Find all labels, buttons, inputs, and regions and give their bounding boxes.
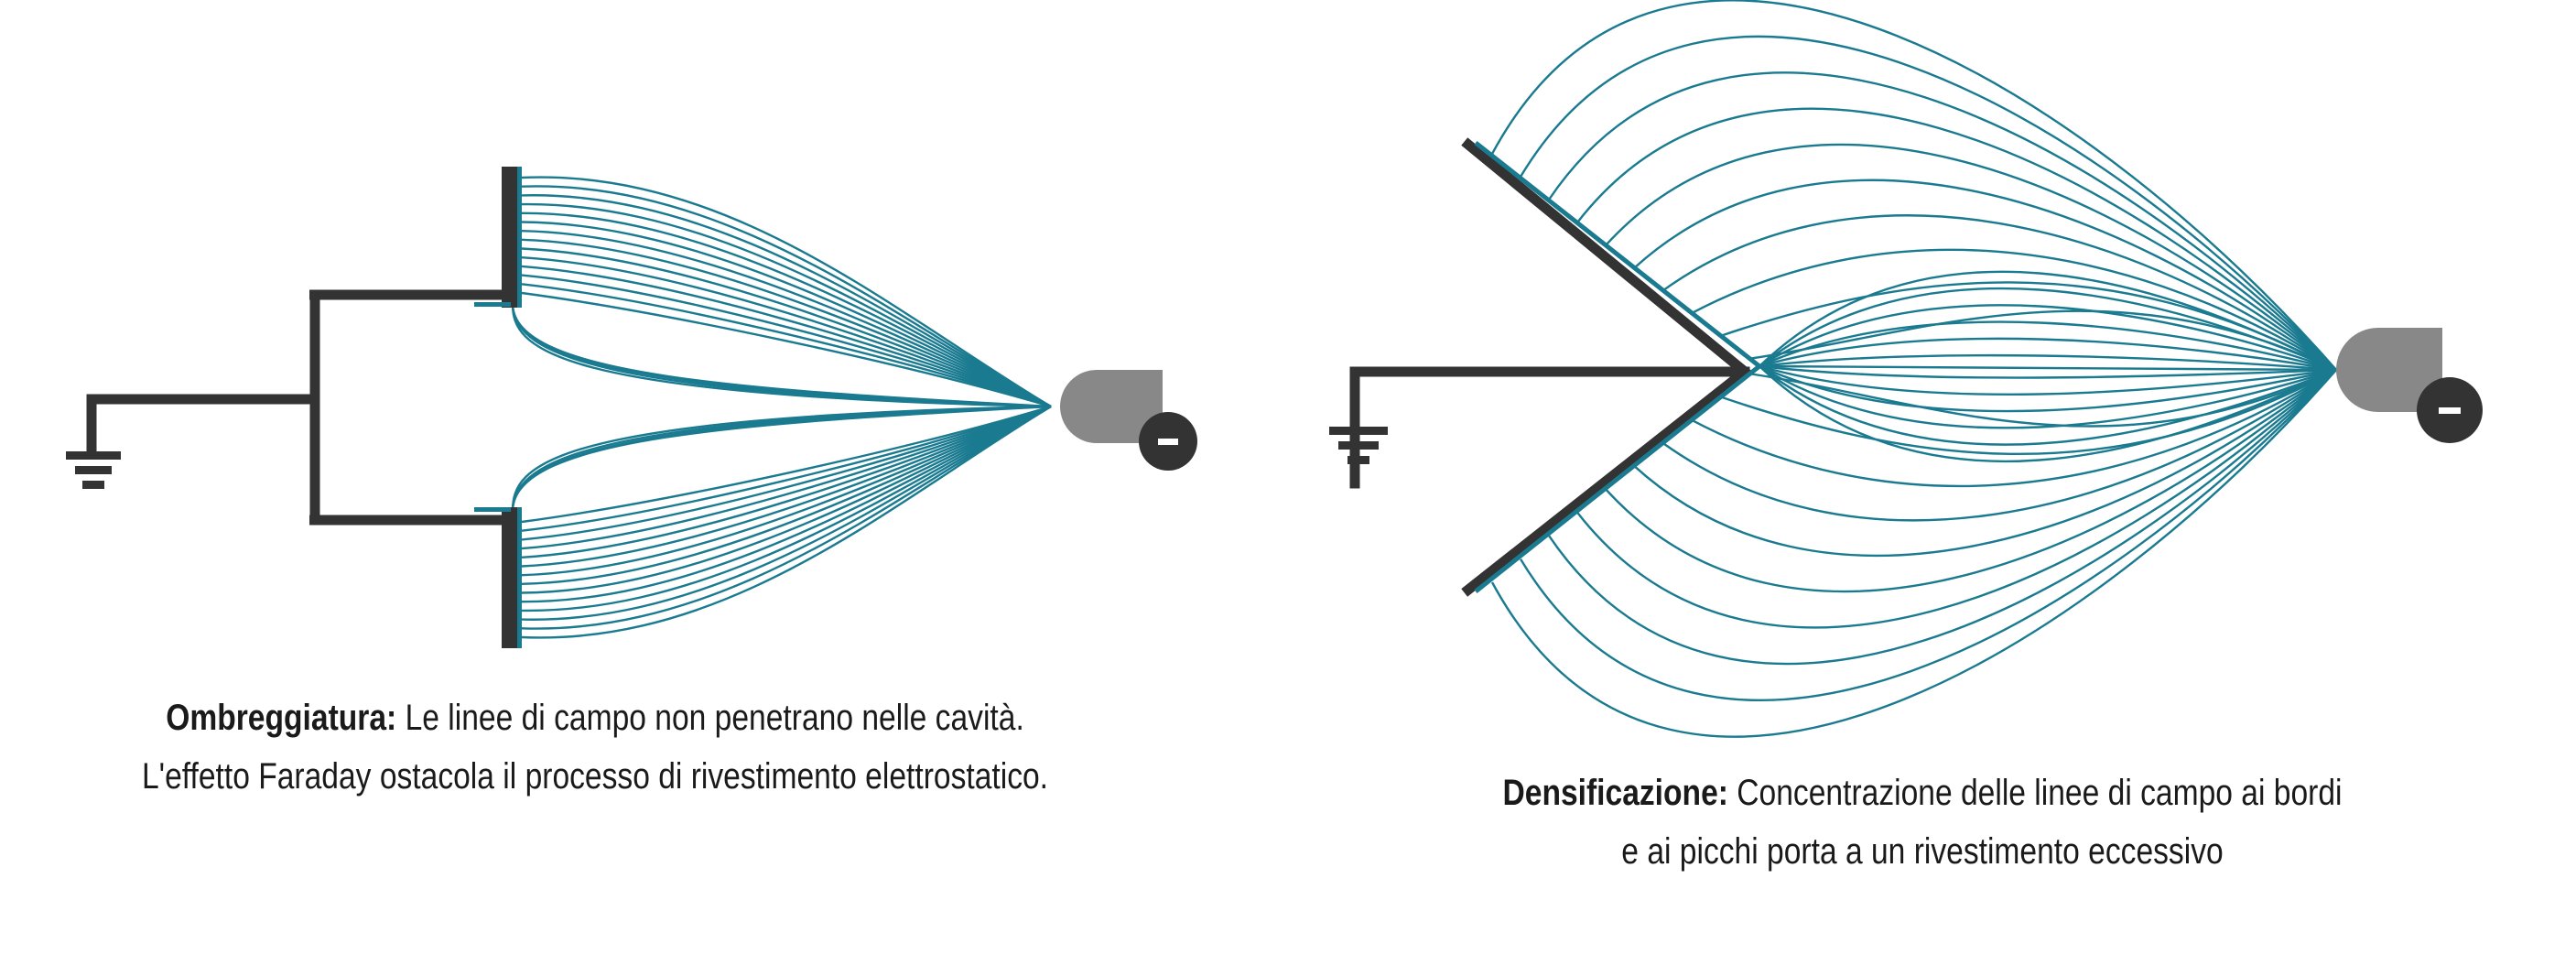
field-line <box>1748 368 2337 428</box>
caption-text: Concentrazione delle linee di campo ai b… <box>1737 773 2343 813</box>
ground-icon <box>1329 427 1388 464</box>
field-line <box>1759 364 2337 396</box>
field-line <box>521 405 1052 550</box>
caption-line: L'effetto Faraday ostacola il processo d… <box>141 756 1049 797</box>
caption-line: e ai picchi porta a un rivestimento ecce… <box>1621 831 2224 872</box>
field-line <box>521 194 1052 408</box>
field-line <box>511 303 1052 408</box>
caption-line: Ombreggiatura: Le linee di campo non pen… <box>126 688 1065 747</box>
field-line <box>521 274 1052 408</box>
ground-wire-left <box>86 289 513 526</box>
field-line <box>1759 270 2337 372</box>
field-line <box>1605 143 2337 371</box>
field-line <box>521 405 1052 577</box>
field-line <box>521 176 1052 408</box>
field-line <box>1576 369 2337 629</box>
field-line <box>521 405 1052 558</box>
field-line <box>1662 214 2337 371</box>
field-line <box>1548 71 2337 371</box>
field-line <box>1691 368 2337 488</box>
field-line <box>511 405 1052 512</box>
field-line <box>521 405 1052 568</box>
field-line <box>1759 304 2337 372</box>
field-line <box>521 211 1052 408</box>
field-line <box>1719 368 2337 456</box>
spray-gun-icon <box>1060 370 1163 443</box>
spray-gun-icon <box>2336 328 2442 412</box>
workpiece-cavity <box>502 167 520 648</box>
caption-shading: Ombreggiatura: Le linee di campo non pen… <box>126 688 1065 806</box>
field-lines-right <box>1490 0 2337 738</box>
field-line <box>1759 364 2337 413</box>
workpiece-peak <box>1349 137 1753 597</box>
field-line <box>521 405 1052 613</box>
field-line <box>521 230 1052 408</box>
caption-title: Ombreggiatura: <box>166 698 397 738</box>
field-line <box>521 291 1052 408</box>
field-line <box>521 247 1052 408</box>
field-line <box>1490 369 2337 738</box>
field-line <box>1548 369 2337 666</box>
field-line <box>521 405 1052 630</box>
field-line <box>1759 287 2337 372</box>
field-line <box>521 405 1052 585</box>
field-line <box>1759 353 2337 372</box>
field-line <box>1633 179 2337 371</box>
coating-edges-left <box>474 167 522 648</box>
field-line <box>521 405 1052 532</box>
caption-text: Le linee di campo non penetrano nelle ca… <box>405 698 1024 738</box>
field-lines-left <box>511 176 1052 639</box>
field-line <box>521 256 1052 408</box>
field-line <box>1605 369 2337 593</box>
caption-line: Densificazione: Concentrazione delle lin… <box>1415 764 2430 822</box>
caption-title: Densificazione: <box>1502 773 1728 813</box>
field-line <box>521 405 1052 621</box>
field-line <box>1759 365 2337 463</box>
field-line <box>511 405 1052 512</box>
negative-electrode-icon <box>2417 377 2483 443</box>
field-line <box>521 265 1052 408</box>
field-line <box>521 238 1052 408</box>
field-line <box>1759 364 2337 379</box>
field-line <box>511 303 1052 408</box>
field-line <box>1759 364 2337 429</box>
ground-icon <box>66 451 121 489</box>
field-line <box>1662 369 2337 522</box>
field-line <box>1490 0 2337 371</box>
field-line <box>521 185 1052 408</box>
field-line <box>521 405 1052 541</box>
field-line <box>1633 369 2337 557</box>
field-line <box>521 405 1052 639</box>
field-line <box>1759 364 2337 372</box>
field-line <box>1520 369 2337 701</box>
field-line <box>1759 320 2337 372</box>
field-line <box>1691 248 2337 372</box>
caption-densification: Densificazione: Concentrazione delle lin… <box>1415 764 2430 881</box>
negative-electrode-icon <box>1139 412 1197 471</box>
field-line <box>521 405 1052 603</box>
field-line <box>521 405 1052 594</box>
field-line <box>1759 337 2337 372</box>
field-line <box>1520 35 2337 371</box>
field-line <box>1759 365 2337 446</box>
field-line <box>521 202 1052 408</box>
densification-diagram <box>1329 0 2483 738</box>
shading-diagram <box>66 167 1197 648</box>
field-line <box>521 221 1052 408</box>
coating-edges-right <box>1474 141 1764 593</box>
field-line <box>521 283 1052 408</box>
field-line <box>521 405 1052 524</box>
field-line <box>1576 107 2337 371</box>
